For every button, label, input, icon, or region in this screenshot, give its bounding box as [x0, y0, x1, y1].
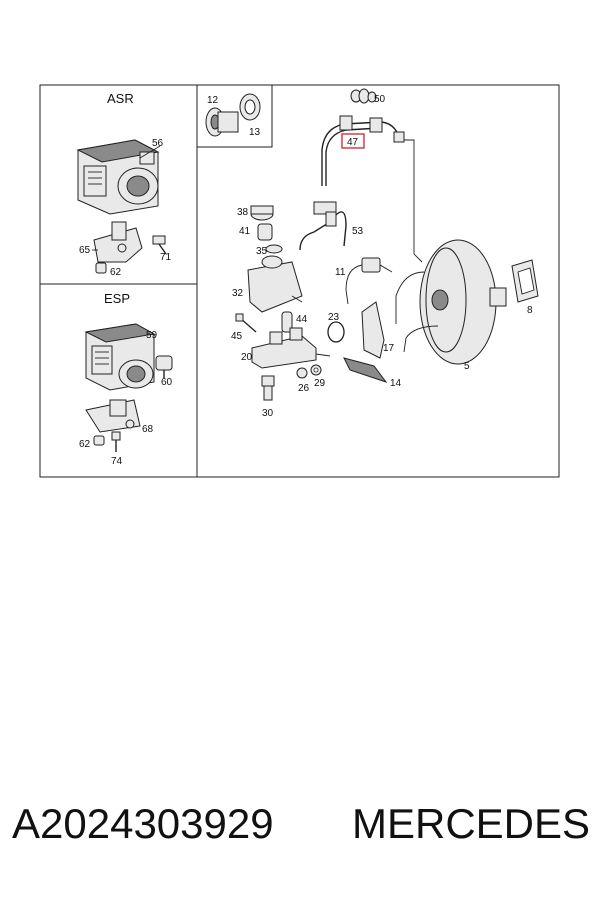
asr-grommet-62 — [95, 262, 107, 274]
label-part-17: 17 — [383, 343, 395, 354]
cap-38 — [250, 205, 274, 221]
esp-sensor-60 — [155, 355, 173, 378]
label-part-50: 50 — [374, 94, 386, 105]
label-part-32: 32 — [232, 288, 244, 299]
label-part-29: 29 — [314, 378, 326, 389]
asr-bracket — [93, 221, 143, 263]
esp-bracket — [85, 399, 141, 452]
label-part-62-esp: 62 — [79, 439, 91, 450]
pedal-part-14 — [343, 357, 388, 383]
caption: A2024303929 MERCEDES — [0, 800, 600, 860]
nut-26 — [296, 367, 308, 379]
label-part-14: 14 — [390, 378, 402, 389]
label-part-12: 12 — [207, 95, 219, 106]
brake-booster-5 — [395, 239, 507, 365]
seal-29 — [310, 364, 322, 376]
vacuum-hose-assembly — [321, 115, 423, 263]
label-part-41: 41 — [239, 226, 251, 237]
label-part-56: 56 — [152, 138, 164, 149]
inset-frame-12-13 — [197, 85, 273, 148]
label-part-45: 45 — [231, 331, 243, 342]
highlight-box-47 — [341, 133, 365, 149]
asr-hydraulic-unit — [76, 139, 161, 215]
label-part-8: 8 — [527, 305, 533, 316]
label-part-62-asr: 62 — [110, 267, 122, 278]
label-part-5: 5 — [464, 361, 470, 372]
sensor-11 — [345, 257, 393, 305]
brand-name: MERCEDES — [352, 800, 591, 847]
diagram-frame — [39, 84, 560, 478]
screw-45 — [235, 313, 257, 333]
parts-diagram: ASR ESP — [39, 84, 560, 478]
label-part-26: 26 — [298, 383, 310, 394]
part-number: A2024303929 — [12, 800, 274, 847]
label-part-13: 13 — [249, 127, 261, 138]
label-part-20: 20 — [241, 352, 253, 363]
grommet-44 — [281, 311, 293, 333]
coupling-part-12 — [205, 107, 239, 137]
gasket-8 — [511, 259, 539, 303]
label-part-30: 30 — [262, 408, 274, 419]
switch-30 — [261, 375, 275, 401]
seal-35 — [265, 244, 283, 254]
label-part-59: 59 — [146, 330, 158, 341]
section-title-asr: ASR — [107, 91, 134, 106]
o-ring-23 — [327, 321, 345, 343]
grommet-50 — [350, 88, 377, 104]
esp-hydraulic-unit — [84, 323, 156, 391]
label-part-11: 11 — [335, 267, 346, 278]
label-part-44: 44 — [296, 314, 308, 325]
label-part-53: 53 — [352, 226, 364, 237]
label-part-60: 60 — [161, 377, 173, 388]
seal-ring-13 — [239, 93, 261, 121]
label-part-38: 38 — [237, 207, 249, 218]
label-part-23: 23 — [328, 312, 340, 323]
label-part-71: 71 — [160, 252, 172, 263]
master-cylinder-20 — [251, 327, 331, 369]
fluid-reservoir-32 — [247, 255, 303, 313]
label-part-68: 68 — [142, 424, 154, 435]
section-title-esp: ESP — [104, 291, 130, 306]
label-part-65: 65 — [79, 245, 91, 256]
label-part-35: 35 — [256, 246, 268, 257]
asr-screw-71 — [152, 235, 167, 255]
strainer-41 — [257, 223, 273, 241]
bracket-17 — [361, 301, 385, 359]
vacuum-pipe-53 — [299, 201, 347, 251]
label-part-74: 74 — [111, 456, 123, 467]
label-part-47: 47 — [347, 137, 359, 148]
